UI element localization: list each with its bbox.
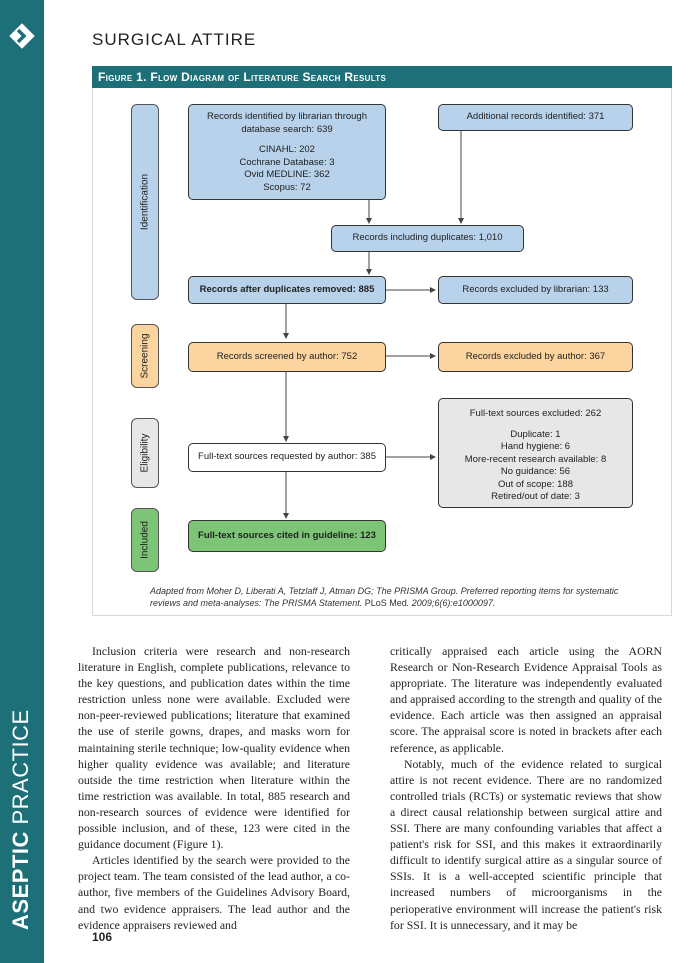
phase-screening: Screening: [131, 324, 159, 388]
section-label-rest: PRACTICE: [8, 709, 33, 832]
phase-eligibility: Eligibility: [131, 418, 159, 488]
body-column-right: critically appraised each article using …: [390, 643, 662, 933]
box-fulltext-excluded: Full-text sources excluded: 262 Duplicat…: [438, 398, 633, 508]
paragraph: Articles identified by the search were p…: [78, 853, 350, 932]
paragraph: Inclusion criteria were research and non…: [78, 644, 350, 852]
box-screened-by-author: Records screened by author: 752: [188, 342, 386, 372]
page-number: 106: [92, 930, 113, 944]
box-sources-cited: Full-text sources cited in guideline: 12…: [188, 520, 386, 552]
figure-title: Figure 1. Flow Diagram of Literature Sea…: [92, 66, 672, 88]
paragraph: Notably, much of the evidence related to…: [390, 756, 662, 932]
phase-included: Included: [131, 508, 159, 572]
box-records-with-duplicates: Records including duplicates: 1,010: [331, 225, 524, 252]
section-label: ASEPTIC PRACTICE: [8, 630, 34, 930]
box-excluded-by-author: Records excluded by author: 367: [438, 342, 633, 372]
body-column-left: Inclusion criteria were research and non…: [78, 643, 350, 933]
box-database-search: Records identified by librarian through …: [188, 104, 386, 200]
box-additional-records: Additional records identified: 371: [438, 104, 633, 131]
section-label-bold: ASEPTIC: [8, 831, 33, 930]
box-fulltext-requested: Full-text sources requested by author: 3…: [188, 443, 386, 472]
box-records-after-duplicates: Records after duplicates removed: 885: [188, 276, 386, 304]
figure-caption: Adapted from Moher D, Liberati A, Tetzla…: [150, 586, 619, 608]
side-band: ASEPTIC PRACTICE: [0, 0, 44, 963]
page-header: SURGICAL ATTIRE: [92, 30, 257, 49]
box-excluded-librarian: Records excluded by librarian: 133: [438, 276, 633, 304]
phase-identification: Identification: [131, 104, 159, 300]
diamond-chevron-logo-icon: [9, 23, 35, 49]
paragraph: critically appraised each article using …: [390, 644, 662, 755]
